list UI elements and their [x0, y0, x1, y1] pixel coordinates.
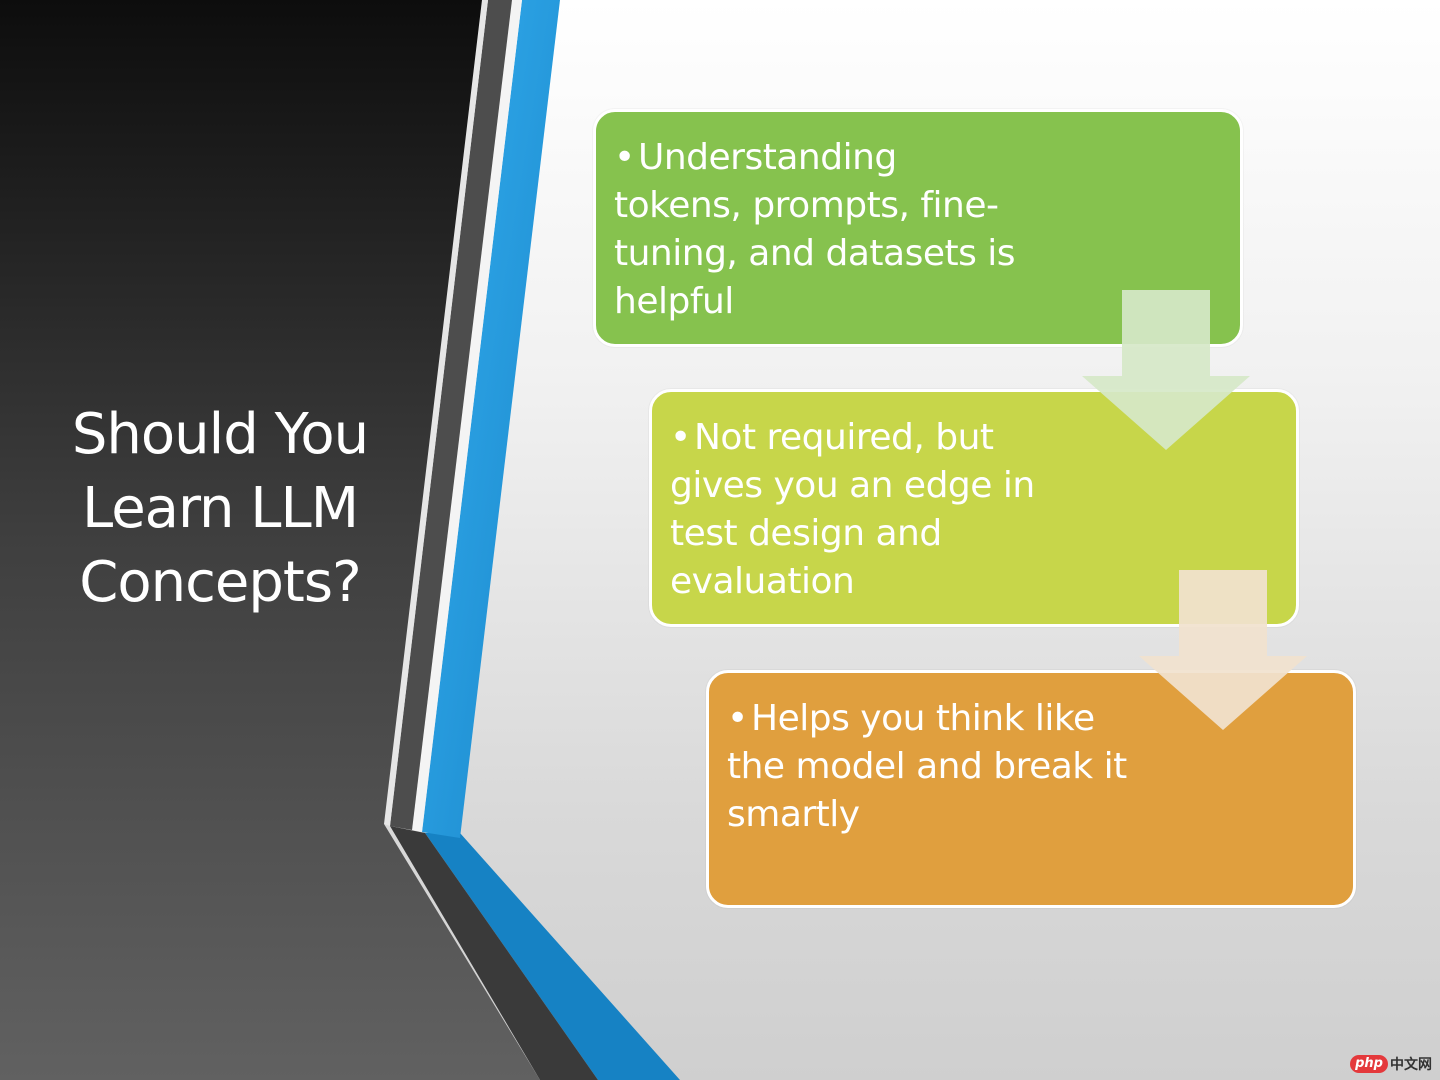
process-step-2-text: •Not required, but gives you an edge in … — [670, 414, 1050, 606]
watermark-logo: php — [1350, 1055, 1388, 1073]
white-line — [412, 0, 522, 832]
process-step-1-text: •Understanding tokens, prompts, fine-tun… — [614, 134, 1034, 326]
bullet-icon: • — [727, 698, 748, 739]
process-step-3: •Helps you think like the model and brea… — [706, 670, 1356, 908]
slide-title: Should You Learn LLM Concepts? — [71, 402, 369, 615]
process-step-1-label: Understanding tokens, prompts, fine-tuni… — [614, 137, 1016, 322]
bullet-icon: • — [670, 417, 691, 458]
down-arrow-icon — [1139, 570, 1307, 730]
down-arrow-icon — [1082, 290, 1250, 450]
dark-panel — [0, 0, 540, 1080]
process-step-3-label: Helps you think like the model and break… — [727, 698, 1127, 835]
process-step-2-label: Not required, but gives you an edge in t… — [670, 417, 1035, 602]
blue-stripe — [422, 0, 560, 838]
blue-bottom-band — [425, 833, 680, 1080]
white-line-thin — [384, 0, 488, 826]
bullet-icon: • — [614, 137, 635, 178]
watermark-text: 中文网 — [1390, 1057, 1432, 1073]
watermark: php 中文网 — [1350, 1054, 1432, 1074]
gray-stripe — [390, 0, 512, 830]
dark-bottom-band — [390, 826, 598, 1080]
process-step-3-text: •Helps you think like the model and brea… — [727, 695, 1127, 839]
